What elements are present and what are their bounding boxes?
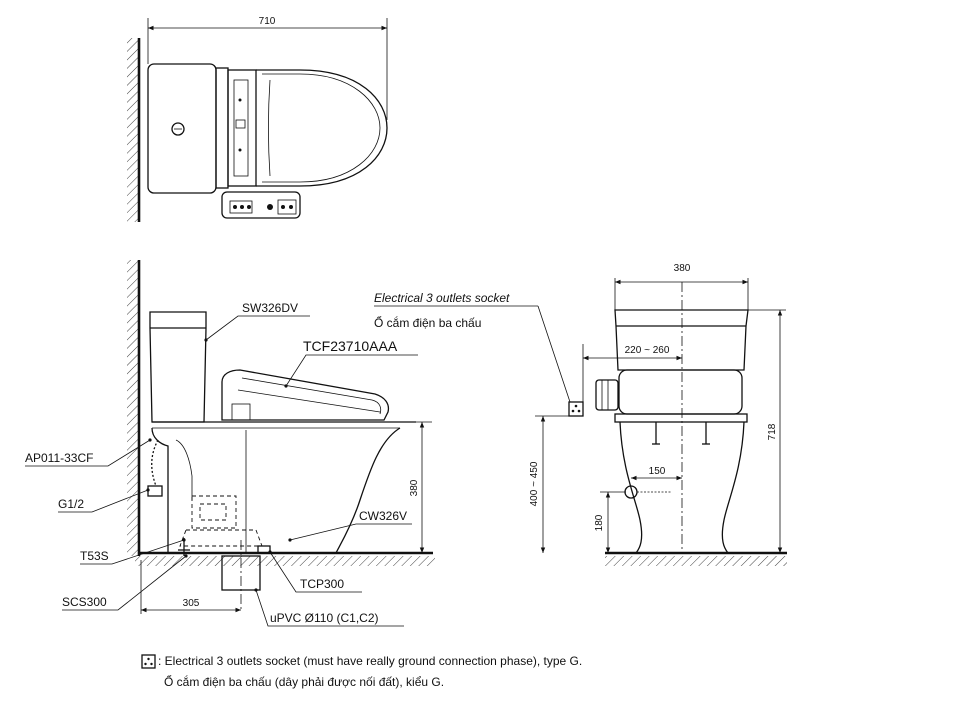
power-plug bbox=[595, 379, 619, 411]
label-tank: SW326DV bbox=[242, 301, 298, 315]
label-pipe: uPVC Ø110 (C1,C2) bbox=[270, 611, 379, 625]
legend-line-1: : Electrical 3 outlets socket (must have… bbox=[158, 654, 582, 668]
floor-hatch-side bbox=[135, 556, 435, 566]
bowl-right-front bbox=[721, 421, 745, 554]
dim-220-260: 220 ~ 260 bbox=[625, 345, 670, 356]
dim-710: 710 bbox=[259, 16, 276, 27]
seat-side bbox=[221, 369, 390, 421]
legend-line-2: Ổ cắm điện ba chấu (dây phải được nối đấ… bbox=[164, 674, 444, 689]
dim-180: 180 bbox=[594, 514, 605, 531]
washlet-front bbox=[618, 369, 743, 415]
dim-380-side: 380 bbox=[409, 479, 420, 496]
socket-icon bbox=[141, 654, 156, 669]
label-seal: SCS300 bbox=[62, 595, 107, 609]
dim-305: 305 bbox=[183, 598, 200, 609]
label-flange: TCP300 bbox=[300, 577, 344, 591]
remote-control bbox=[221, 191, 301, 219]
supply-hose bbox=[151, 439, 159, 487]
dim-718: 718 bbox=[767, 423, 778, 440]
side-view: 380 305 SW326DV TCF23710AAA AP011-33CF G… bbox=[25, 260, 435, 627]
bowl-left-front bbox=[619, 421, 643, 554]
socket-box bbox=[568, 401, 584, 417]
bowl-curve bbox=[335, 427, 401, 554]
label-valve: AP011-33CF bbox=[25, 451, 93, 465]
floor-hatch-front bbox=[605, 556, 787, 566]
label-bowl: CW326V bbox=[359, 509, 407, 523]
label-bolt: T53S bbox=[80, 549, 109, 563]
wall-hatch-top bbox=[127, 38, 138, 222]
socket-label-vi: Ổ cắm điện ba chấu bbox=[374, 315, 481, 330]
wall-hatch-side bbox=[127, 260, 138, 556]
dim-380-front: 380 bbox=[674, 263, 691, 274]
label-seat: TCF23710AAA bbox=[303, 338, 398, 354]
legend: : Electrical 3 outlets socket (must have… bbox=[141, 654, 582, 689]
top-view: 710 bbox=[127, 16, 388, 222]
tank-front bbox=[614, 309, 749, 371]
seat-outline-top bbox=[256, 69, 388, 187]
front-view: 380 Electrical 3 outlets socket Ổ cắm đi… bbox=[374, 263, 787, 566]
dim-150: 150 bbox=[649, 466, 666, 477]
socket-label-en: Electrical 3 outlets socket bbox=[374, 291, 510, 305]
tank-top bbox=[147, 63, 217, 194]
label-thread: G1/2 bbox=[58, 497, 84, 511]
angle-valve bbox=[147, 485, 163, 497]
dim-400-450: 400 ~ 450 bbox=[529, 461, 540, 506]
flush-button bbox=[171, 122, 185, 136]
